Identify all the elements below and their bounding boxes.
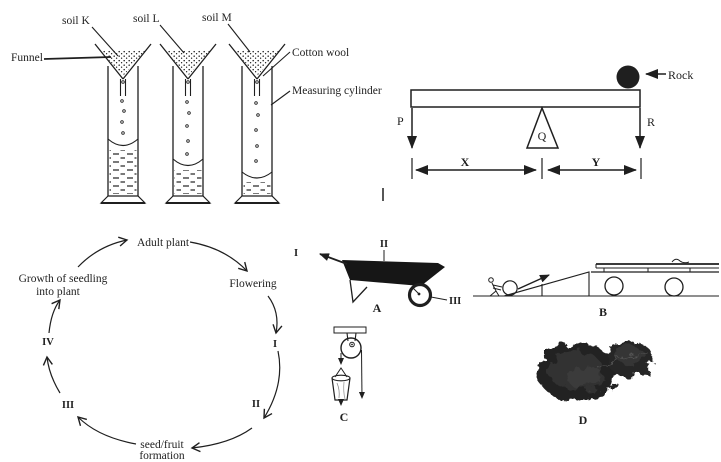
wheelbarrow-body [342,260,445,286]
wheelbarrow-leg [349,279,368,304]
water-meniscus [107,138,139,147]
arrow-adult-to-flowering [189,241,248,273]
stage-numeral-3: III [62,400,74,411]
soil-k-label: soil K [62,15,90,27]
arrow-1-to-2 [263,350,281,420]
arrow-3-to-4 [42,355,61,394]
ramp [503,271,590,297]
ramp-truck-letter: B [599,305,607,319]
stage-seed-fruit-line2: formation [139,450,185,462]
water-l [174,170,202,194]
person-figure [488,277,503,297]
funnel-leader-line [43,56,112,60]
swarm-letter: D [579,413,588,427]
bucket [331,374,351,401]
arrow-flowering-to-1 [267,295,283,335]
truck [591,258,719,297]
pulley-wheel [340,337,362,359]
stage-numeral-1: I [273,339,277,350]
arrow-seed-to-3 [76,415,137,445]
stage-seed-fruit-line1: seed/fruit [140,439,184,451]
part-1-label: I [294,248,298,259]
fulcrum-label: Q [538,129,547,143]
part-3-label: III [449,296,461,307]
stage-growth-line2: into plant [36,286,81,298]
stage-growth-line1: Growth of seedling [19,273,108,285]
measuring-cylinder-l [159,43,217,204]
funnel-label: Funnel [11,52,43,64]
water-meniscus [172,158,204,167]
cotton-wool-label: Cotton wool [292,47,349,59]
cotton-wool-leader-line [262,51,291,77]
rope-pull-side [358,349,365,399]
truck-wheel-front [604,276,624,296]
force-r-label: R [647,115,655,129]
soil-permeability-diagram: Funnel soil K soil L soil M Cotton wool … [11,12,382,204]
pulley-support-bar [333,326,367,334]
rock-label: Rock [668,68,693,82]
handle-arrow [319,253,348,265]
soil-m-leader-line [227,23,251,53]
stage-flowering: Flowering [229,278,277,290]
soil-l-label: soil L [133,13,160,25]
soil-l-leader-line [159,24,185,54]
measuring-cylinder-label: Measuring cylinder [292,85,382,97]
stage-adult-plant: Adult plant [137,237,190,249]
force-p-label: P [397,114,404,128]
wheelbarrow-diagram: I II III A [294,239,461,315]
soil-k-leader-line [91,26,119,57]
truck-load-scribble [671,258,690,264]
rock-shape [616,65,640,89]
part-3-leader-line [430,296,448,301]
stage-numeral-4: IV [42,337,54,348]
distance-y-label: Y [592,155,601,169]
plant-life-cycle-diagram: Adult plant Flowering I II seed/fruit fo… [19,236,283,462]
pulley-diagram: C [331,326,367,424]
measuring-cylinder-leader-line [270,90,291,106]
water-meniscus [241,171,273,179]
truck-wheel-rear [664,277,684,297]
pulley-letter: C [340,410,349,424]
wheelbarrow-letter: A [373,301,382,315]
lever-diagram: Rock P R Q X Y [382,65,693,201]
soil-m-label: soil M [202,12,232,24]
arrow-4-to-growth [48,298,61,334]
part-2-label: II [380,239,388,250]
water-m [243,182,271,194]
bucket-handle [334,367,348,378]
arrow-growth-to-adult [77,236,129,268]
arrow-2-to-seed [190,427,253,453]
fulcrum-shape [525,105,560,149]
ramp-truck-diagram: B [473,258,719,319]
distance-x-label: X [461,155,470,169]
measuring-cylinder-m [228,43,286,204]
swarm-diagram: D [537,341,653,427]
wheelbarrow-wheel [407,282,433,308]
water-k [109,150,137,194]
push-direction-arrow [517,274,550,290]
stage-numeral-2: II [252,399,260,410]
measuring-cylinder-k [94,43,152,204]
lever-beam [410,89,641,108]
barrel [502,280,518,296]
swarm-blob [537,341,653,401]
